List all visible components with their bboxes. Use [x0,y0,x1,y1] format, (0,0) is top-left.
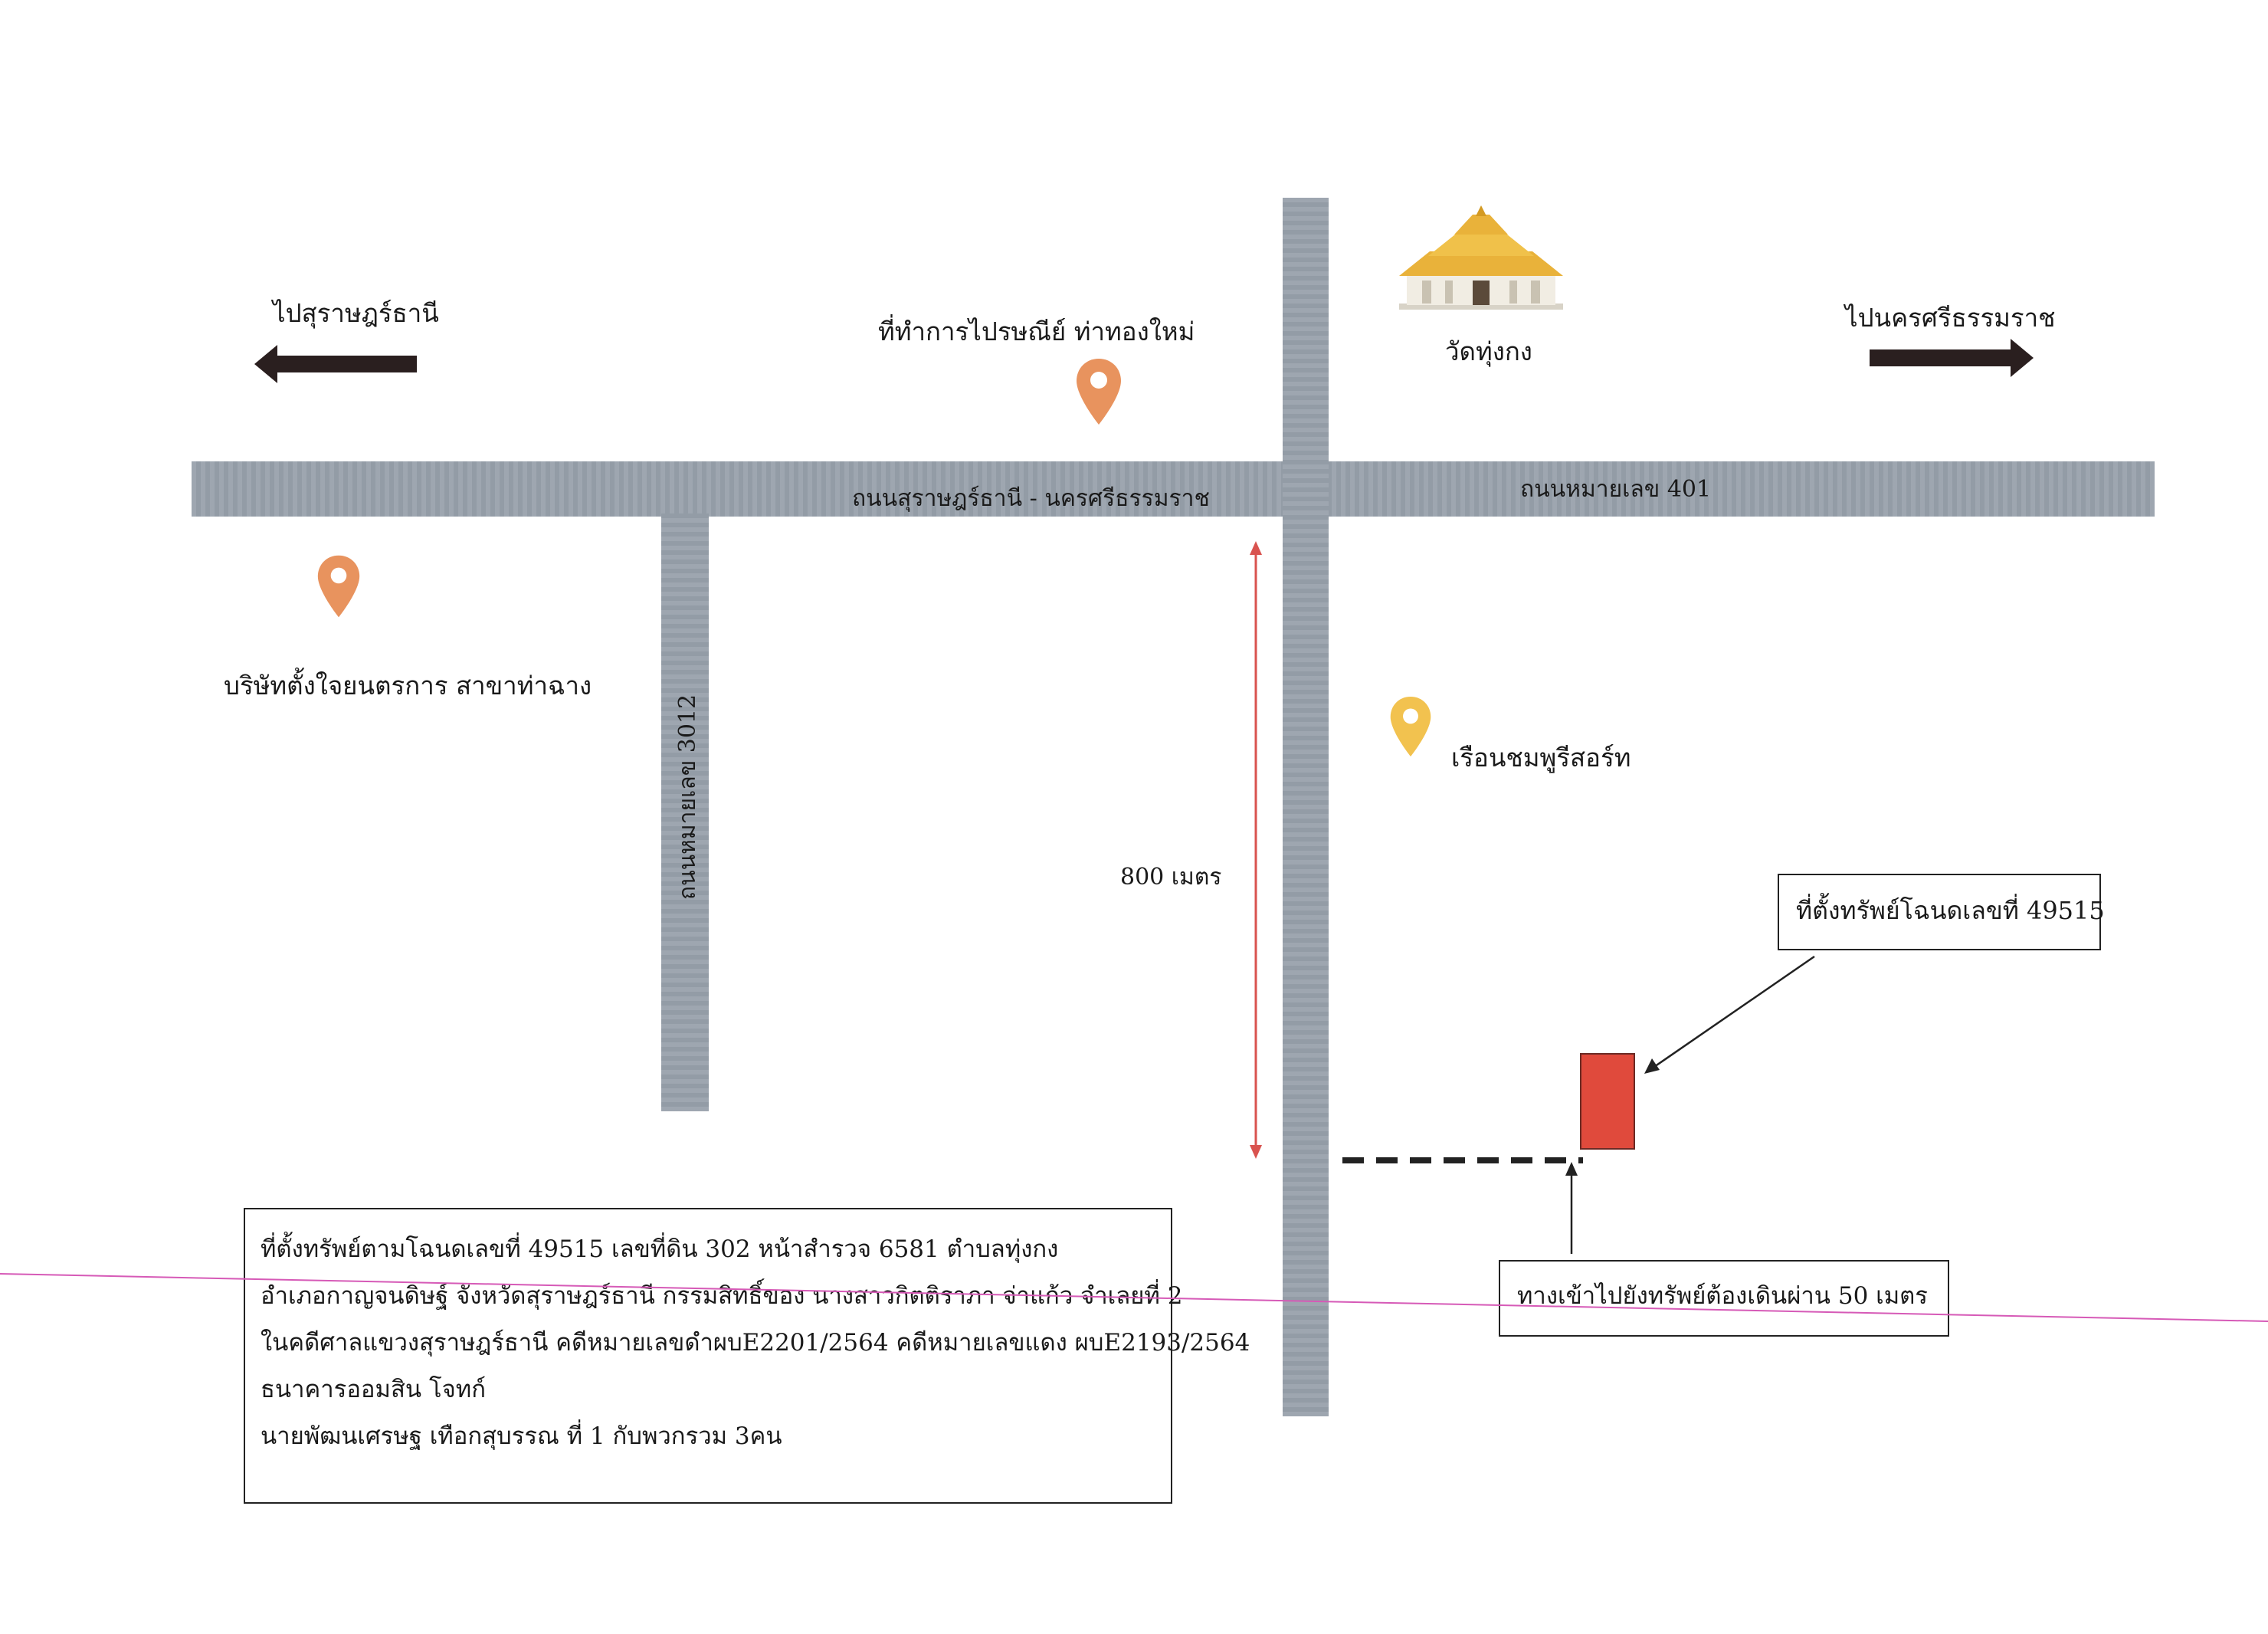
access-callout: ทางเข้าไปยังทรัพย์ต้องเดินผ่าน 50 เมตร [1499,1260,1949,1337]
property-pointer [1644,955,1815,1074]
map-pin-icon [1390,697,1431,756]
distance-label: 800 เมตร [1120,864,1222,891]
property-callout-text: ที่ตั้งทรัพย์โฉนดเลขที่ 49515 [1796,896,2105,925]
detail-line: ในคดีศาลแขวงสุราษฎร์ธานี คดีหมายเลขดำผบE… [261,1329,1250,1357]
detail-line: นายพัฒนเศรษฐ เทือกสุบรรณ ที่ 1 กับพวกรวม… [261,1422,782,1450]
access-pointer [1565,1162,1578,1254]
to-surat-label: ไปสุราษฎร์ธานี [273,298,439,328]
road-401-label: ถนนหมายเลข 401 [1520,476,1712,503]
detail-line: ธนาคารออมสิน โจทก์ [261,1376,486,1403]
vertical-road [1283,198,1329,1416]
arrow-right-icon [1870,339,2034,377]
scan-line [0,1273,2268,1322]
access-callout-text: ทางเข้าไปยังทรัพย์ต้องเดินผ่าน 50 เมตร [1517,1282,1928,1310]
road-3012-label: ถนนหมายเลข 3012 [674,694,701,901]
property-parcel [1580,1053,1635,1150]
map-pin-icon [1077,359,1121,425]
property-details: ที่ตั้งทรัพย์ตามโฉนดเลขที่ 49515 เลขที่ด… [245,1209,1250,1460]
post-office-label: ที่ทำการไปรษณีย์ ท่าทองใหม่ [878,317,1195,346]
to-nakhon-label: ไปนครศรีธรรมราช [1845,303,2056,333]
main-road-label: ถนนสุราษฎร์ธานี - นครศรีธรรมราช [852,485,1210,512]
arrow-left-icon [254,345,417,383]
temple-icon [1399,205,1563,310]
detail-line: ที่ตั้งทรัพย์ตามโฉนดเลขที่ 49515 เลขที่ด… [261,1235,1059,1263]
road-3012 [661,513,709,1111]
resort-label: เรือนชมพูรีสอร์ท [1451,743,1631,773]
distance-arrow [1250,541,1262,1159]
map-pin-icon [317,555,360,618]
access-path [1342,1157,1583,1163]
temple-label: วัดทุ่งกง [1445,336,1532,366]
property-callout: ที่ตั้งทรัพย์โฉนดเลขที่ 49515 [1778,874,2105,950]
company-label: บริษัทตั้งใจยนตรการ สาขาท่าฉาง [224,671,592,701]
property-details-box: ที่ตั้งทรัพย์ตามโฉนดเลขที่ 49515 เลขที่ด… [244,1208,1250,1504]
main-road [192,461,2155,517]
